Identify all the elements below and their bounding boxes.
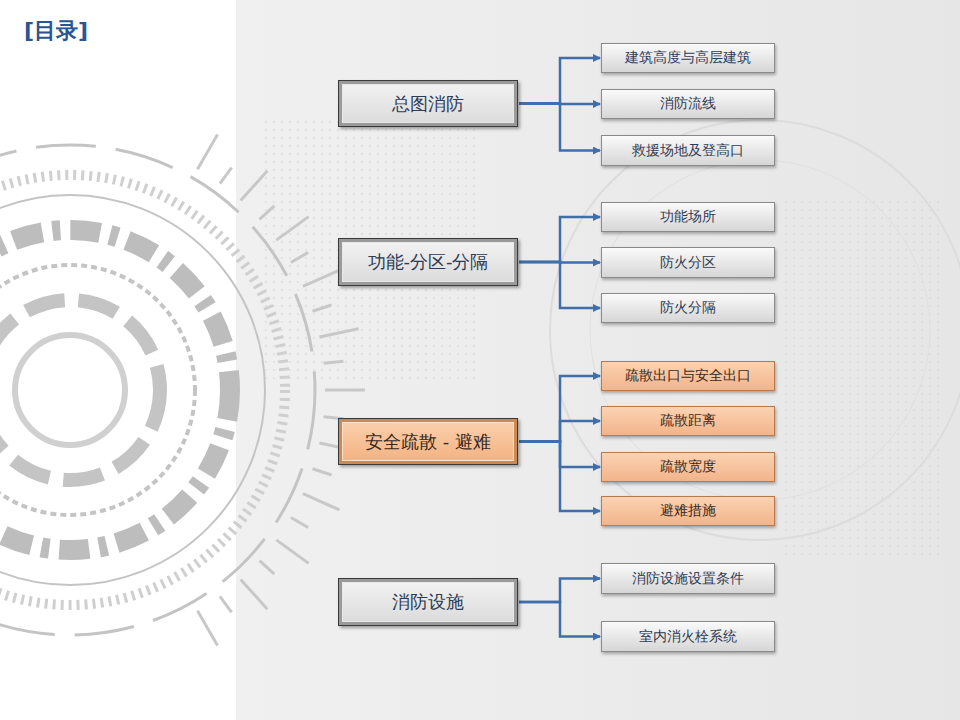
box-label: 消防流线 [660, 95, 716, 113]
topic-box: 消防设施设置条件 [601, 563, 775, 594]
box-label: 安全疏散 - 避难 [365, 430, 491, 454]
topic-box: 疏散距离 [601, 406, 775, 436]
topic-box: 建筑高度与高层建筑 [601, 43, 775, 73]
branch-connector [519, 442, 600, 512]
branch-connector [519, 421, 600, 442]
topic-box: 功能场所 [601, 202, 775, 232]
branch-connector [519, 58, 600, 104]
topic-box: 防火分隔 [601, 293, 775, 323]
topic-box: 疏散出口与安全出口 [601, 361, 775, 391]
topic-box: 消防流线 [601, 89, 775, 119]
section-box: 安全疏散 - 避难 [338, 418, 518, 465]
topic-box: 室内消火栓系统 [601, 621, 775, 652]
topic-box: 疏散宽度 [601, 452, 775, 482]
radial-dial [0, 145, 315, 635]
topic-box: 救援场地及登高口 [601, 135, 775, 166]
section-box: 功能-分区-分隔 [338, 238, 518, 286]
box-label: 功能场所 [660, 208, 716, 226]
box-label: 消防设施 [392, 590, 464, 614]
section-box: 总图消防 [338, 80, 518, 127]
topic-box: 防火分区 [601, 247, 775, 278]
box-label: 避难措施 [660, 502, 716, 520]
box-label: 救援场地及登高口 [632, 142, 744, 160]
branch-connector [519, 602, 600, 637]
box-label: 疏散宽度 [660, 458, 716, 476]
branch-connector [519, 376, 600, 442]
box-label: 疏散出口与安全出口 [625, 367, 751, 385]
box-label: 防火分隔 [660, 299, 716, 317]
box-label: 建筑高度与高层建筑 [625, 49, 751, 67]
section-box: 消防设施 [338, 578, 518, 626]
branch-connector [519, 262, 600, 308]
topic-box: 避难措施 [601, 496, 775, 526]
page-title: [目录] [24, 16, 88, 46]
branch-connector [519, 217, 600, 262]
box-label: 总图消防 [392, 92, 464, 116]
dot-texture [780, 200, 940, 560]
box-label: 疏散距离 [660, 412, 716, 430]
dial-spokes [198, 135, 366, 646]
branch-connector [519, 579, 600, 603]
box-label: 防火分区 [660, 254, 716, 272]
right-panel [236, 0, 960, 720]
globe-ring [590, 160, 930, 500]
box-label: 功能-分区-分隔 [368, 250, 489, 274]
box-label: 消防设施设置条件 [632, 570, 744, 588]
branch-connector [519, 104, 600, 151]
box-label: 室内消火栓系统 [639, 628, 737, 646]
globe-ring [550, 120, 960, 540]
